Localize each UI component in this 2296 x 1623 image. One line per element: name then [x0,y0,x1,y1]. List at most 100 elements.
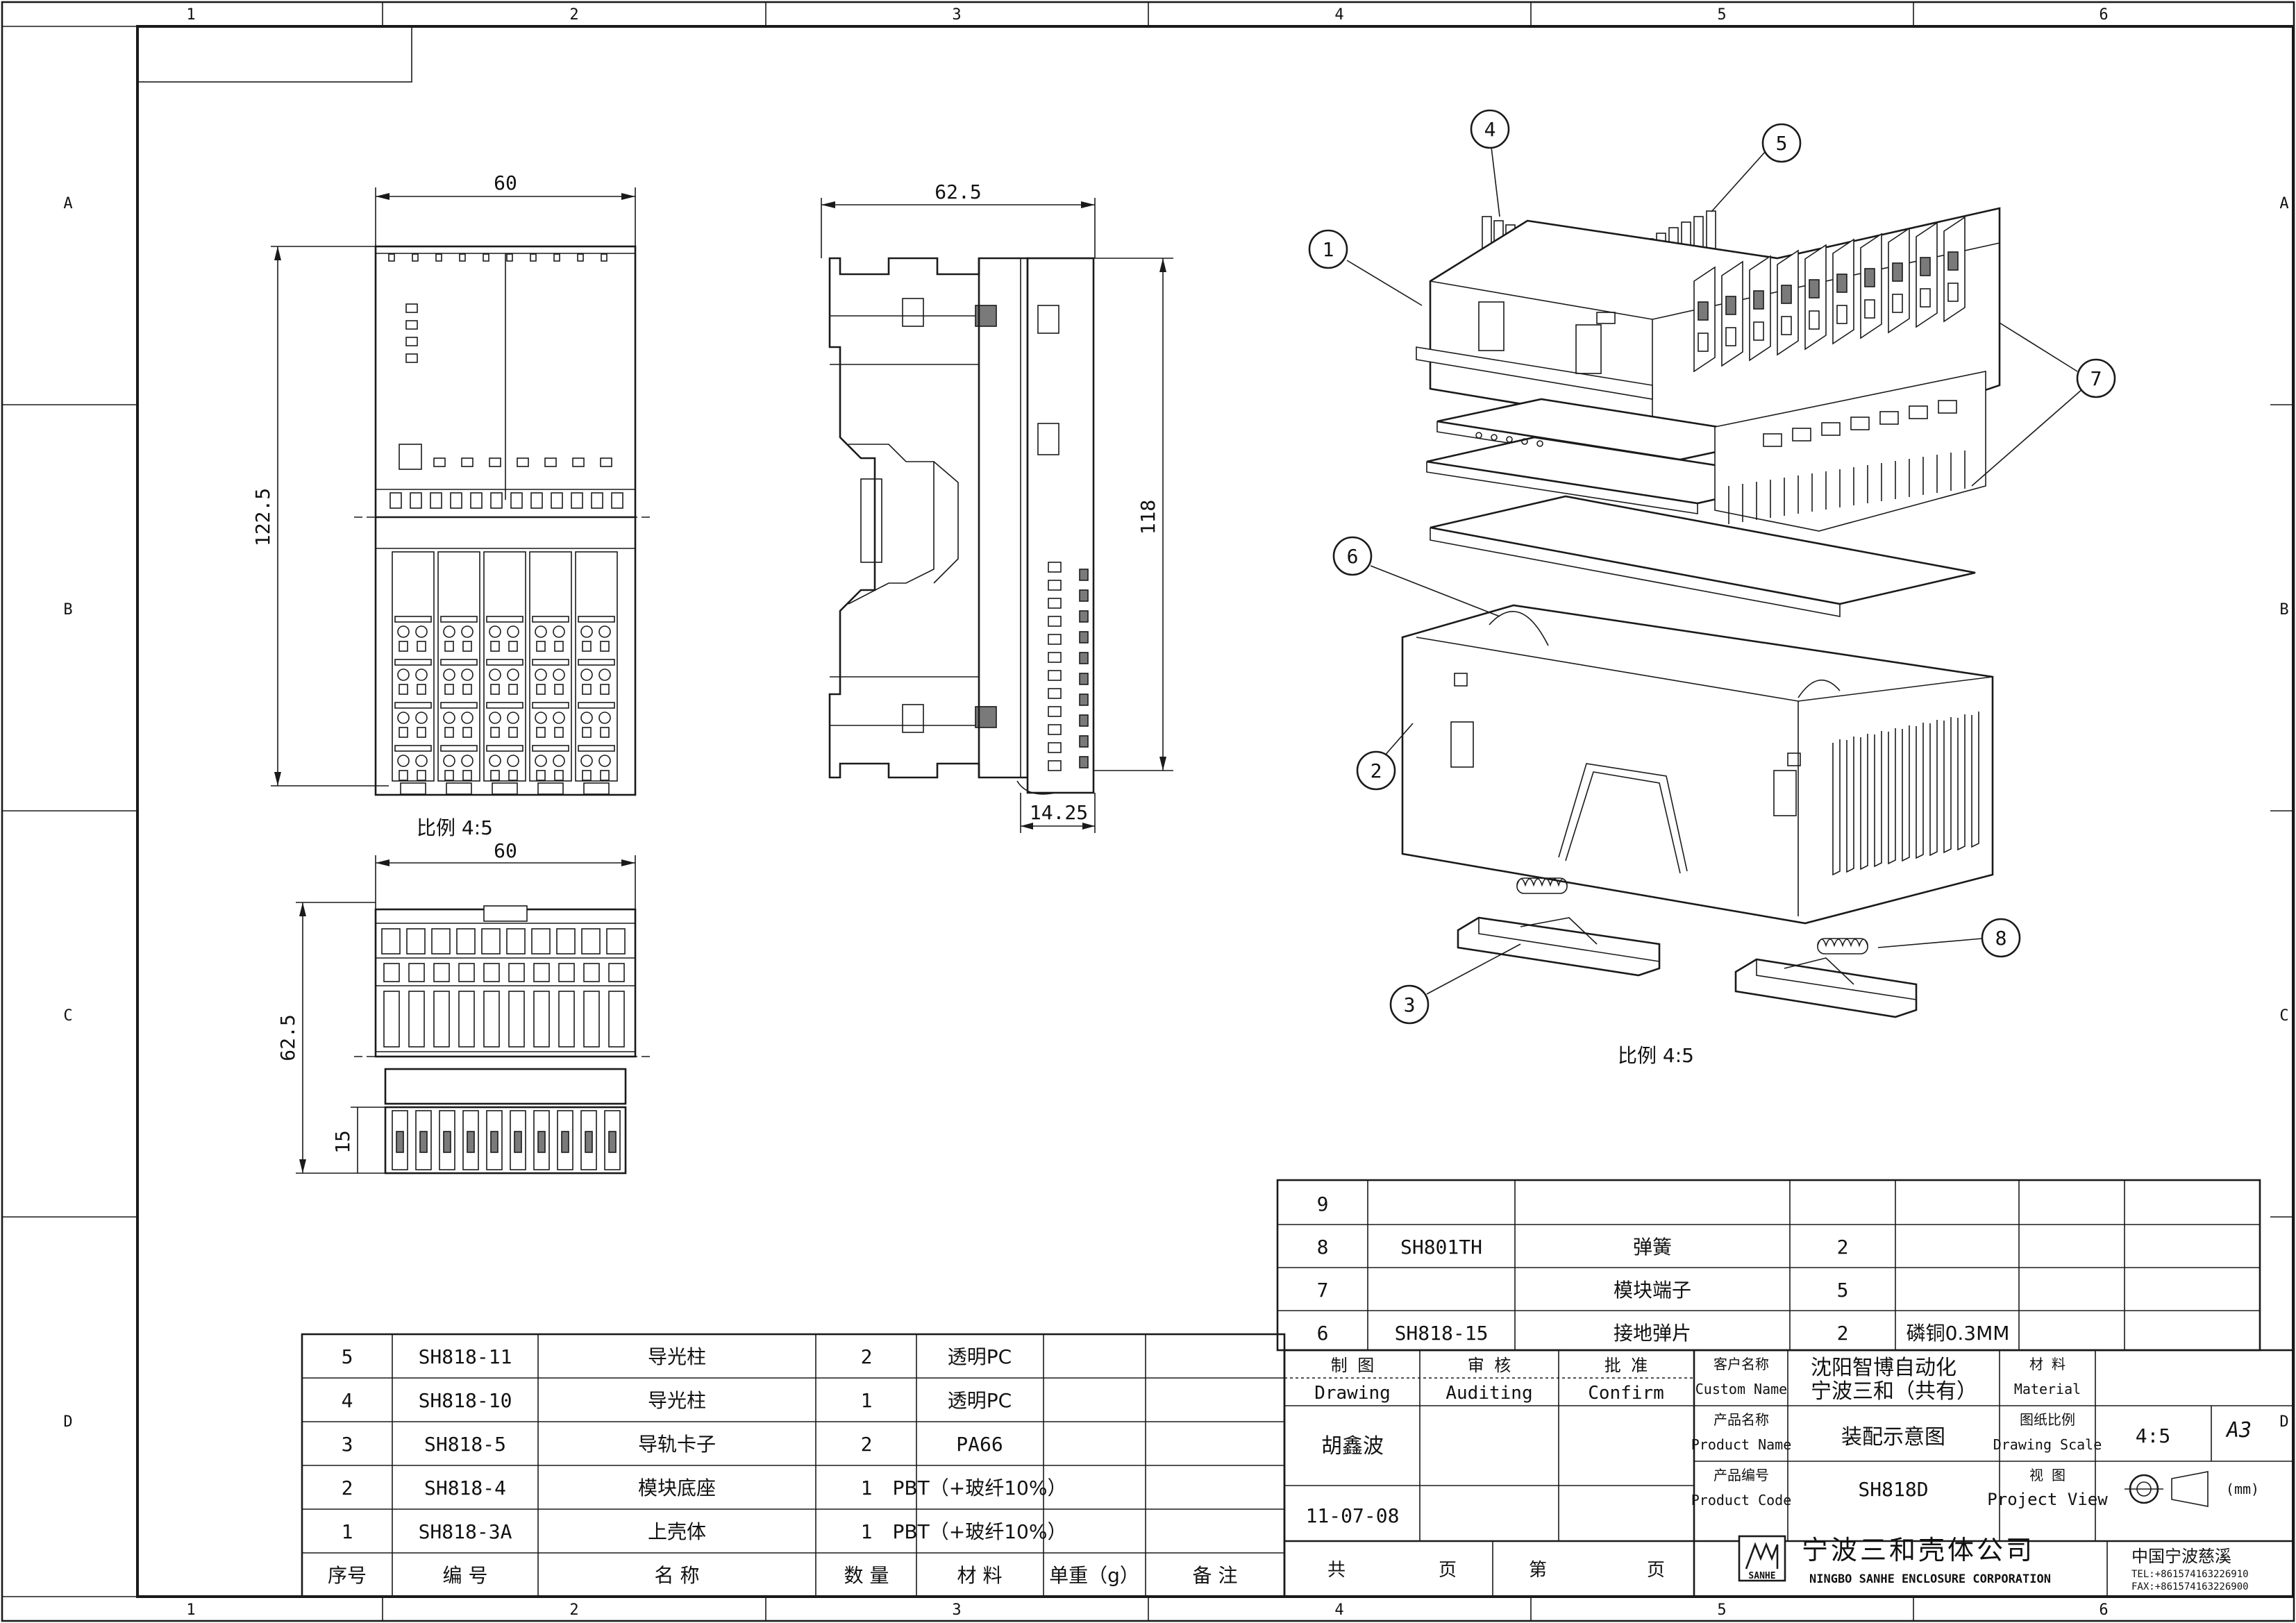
terminal-bar [440,616,478,623]
springs-8 [1516,877,1868,955]
bom-upper-name-8: 弹簧 [1633,1236,1672,1259]
tb-view-cn: 视 图 [2029,1467,2065,1483]
bom-header-remark: 备 注 [1193,1564,1238,1587]
terminal-bar [440,659,478,666]
tb-material-en: Material [2014,1381,2081,1397]
wire-entry [536,770,546,781]
tb-pages-unit1: 页 [1439,1560,1457,1581]
bom-lower-code-1: SH818-3A [419,1520,512,1543]
bom-lower-name-5: 导光柱 [648,1345,706,1368]
top-slot [483,253,489,262]
screw-hole [507,625,519,638]
foot-slot [462,1110,479,1170]
screw-hole [598,755,611,767]
tb-sheet-size: A3 [2225,1418,2252,1443]
title-block: 制 图 Drawing 审 核 Auditing 批 准 Confirm 胡鑫波… [1283,1349,2295,1598]
foot-slot [580,1110,597,1170]
foot-slot [486,1110,503,1170]
base-side-fins [1832,712,1979,876]
wire-entry [600,641,610,652]
terminal-lever [1753,290,1764,310]
wire-entry [462,770,472,781]
top-cell [483,963,500,982]
screw-hole [535,668,547,681]
bom-lower-material-4: 透明PC [948,1389,1012,1412]
led-mark [600,457,612,467]
tb-confirm-cn: 批 准 [1604,1356,1648,1375]
led-mark [517,457,529,467]
row-label-a-left: A [63,195,72,212]
wire-entry [536,727,546,738]
foot-spring [561,1131,569,1153]
screw-hole [580,712,593,724]
wire-entry [462,684,472,695]
col-label-1-top: 1 [186,6,195,24]
terminal-frame [1714,371,1986,532]
bom-lower-no-4: 4 [342,1389,353,1412]
top-slot [435,253,442,262]
terminal-bar [486,659,523,666]
wire-entry [536,641,546,652]
led-mark [489,457,501,467]
bom-lower-qty-3: 2 [861,1433,873,1456]
side-slot [1048,670,1062,681]
connector-slot [530,492,543,509]
terminal-module [437,551,480,782]
top-cell-long [408,991,425,1048]
company-logo-icon: SANHE [1738,1535,1786,1582]
foot-spring [467,1131,475,1153]
base-fin [1971,712,1979,848]
module-base-2 [1401,604,1994,925]
bom-upper-qty-6: 2 [1837,1322,1849,1345]
wire-entry [490,727,500,738]
frame-slot [1879,411,1899,425]
screw-hole [397,625,410,638]
tb-pages-unit2: 页 [1647,1560,1665,1581]
bom-header-name: 名 称 [655,1564,700,1587]
col-label-4-top: 4 [1334,6,1343,24]
top-view: 60 62.5 15 [276,839,653,1175]
terminal-modules-7 [1693,216,1966,373]
terminal-pins [1728,400,1966,524]
top-cell-long [383,991,400,1048]
foot-spring [396,1131,404,1153]
frame-slot [1850,417,1870,430]
terminal-window [1809,310,1820,330]
terminal-foot [446,782,472,795]
bom-header-code: 编 号 [443,1564,488,1587]
wire-entry [508,727,518,738]
tb-confirm-en: Confirm [1588,1383,1664,1404]
tb-drawer: 胡鑫波 [1321,1434,1384,1458]
screw-hole [397,755,410,767]
tb-product-name-en: Product Name [1691,1436,1792,1453]
foot-spring [585,1131,593,1153]
bom-header-no: 序号 [328,1564,367,1587]
tb-unit: (mm) [2226,1481,2259,1497]
tb-view-en: Project View [1987,1490,2108,1509]
top-cell [433,963,450,982]
tb-scale-en: Drawing Scale [1993,1436,2102,1453]
balloon-8: 8 [1995,927,2007,950]
terminal-window [1947,283,1959,302]
bom-upper-name-7: 模块端子 [1614,1279,1691,1302]
top-cell [606,928,626,955]
wire-entry [444,684,454,695]
terminal-window [1920,288,1931,308]
wire-entry [462,727,472,738]
terminal-module [529,551,572,782]
bom-lower-name-2: 模块底座 [638,1477,716,1499]
side-tab [1079,673,1089,685]
top-cell [481,928,501,955]
base-fin [1860,734,1868,871]
bom-lower-code-5: SH818-11 [419,1345,512,1368]
top-cell [581,928,601,955]
screw-hole [580,668,593,681]
screw-hole [415,668,428,681]
terminal-bar [532,745,569,752]
terminal-lever [1781,285,1792,304]
balloon-5: 5 [1776,132,1788,155]
bom-upper-no-8: 8 [1317,1236,1329,1259]
top-foot-dim: 15 [331,1130,354,1154]
tb-fax: FAX:+8615741632269​00 [2131,1581,2249,1592]
col-label-2-top: 2 [569,6,578,24]
